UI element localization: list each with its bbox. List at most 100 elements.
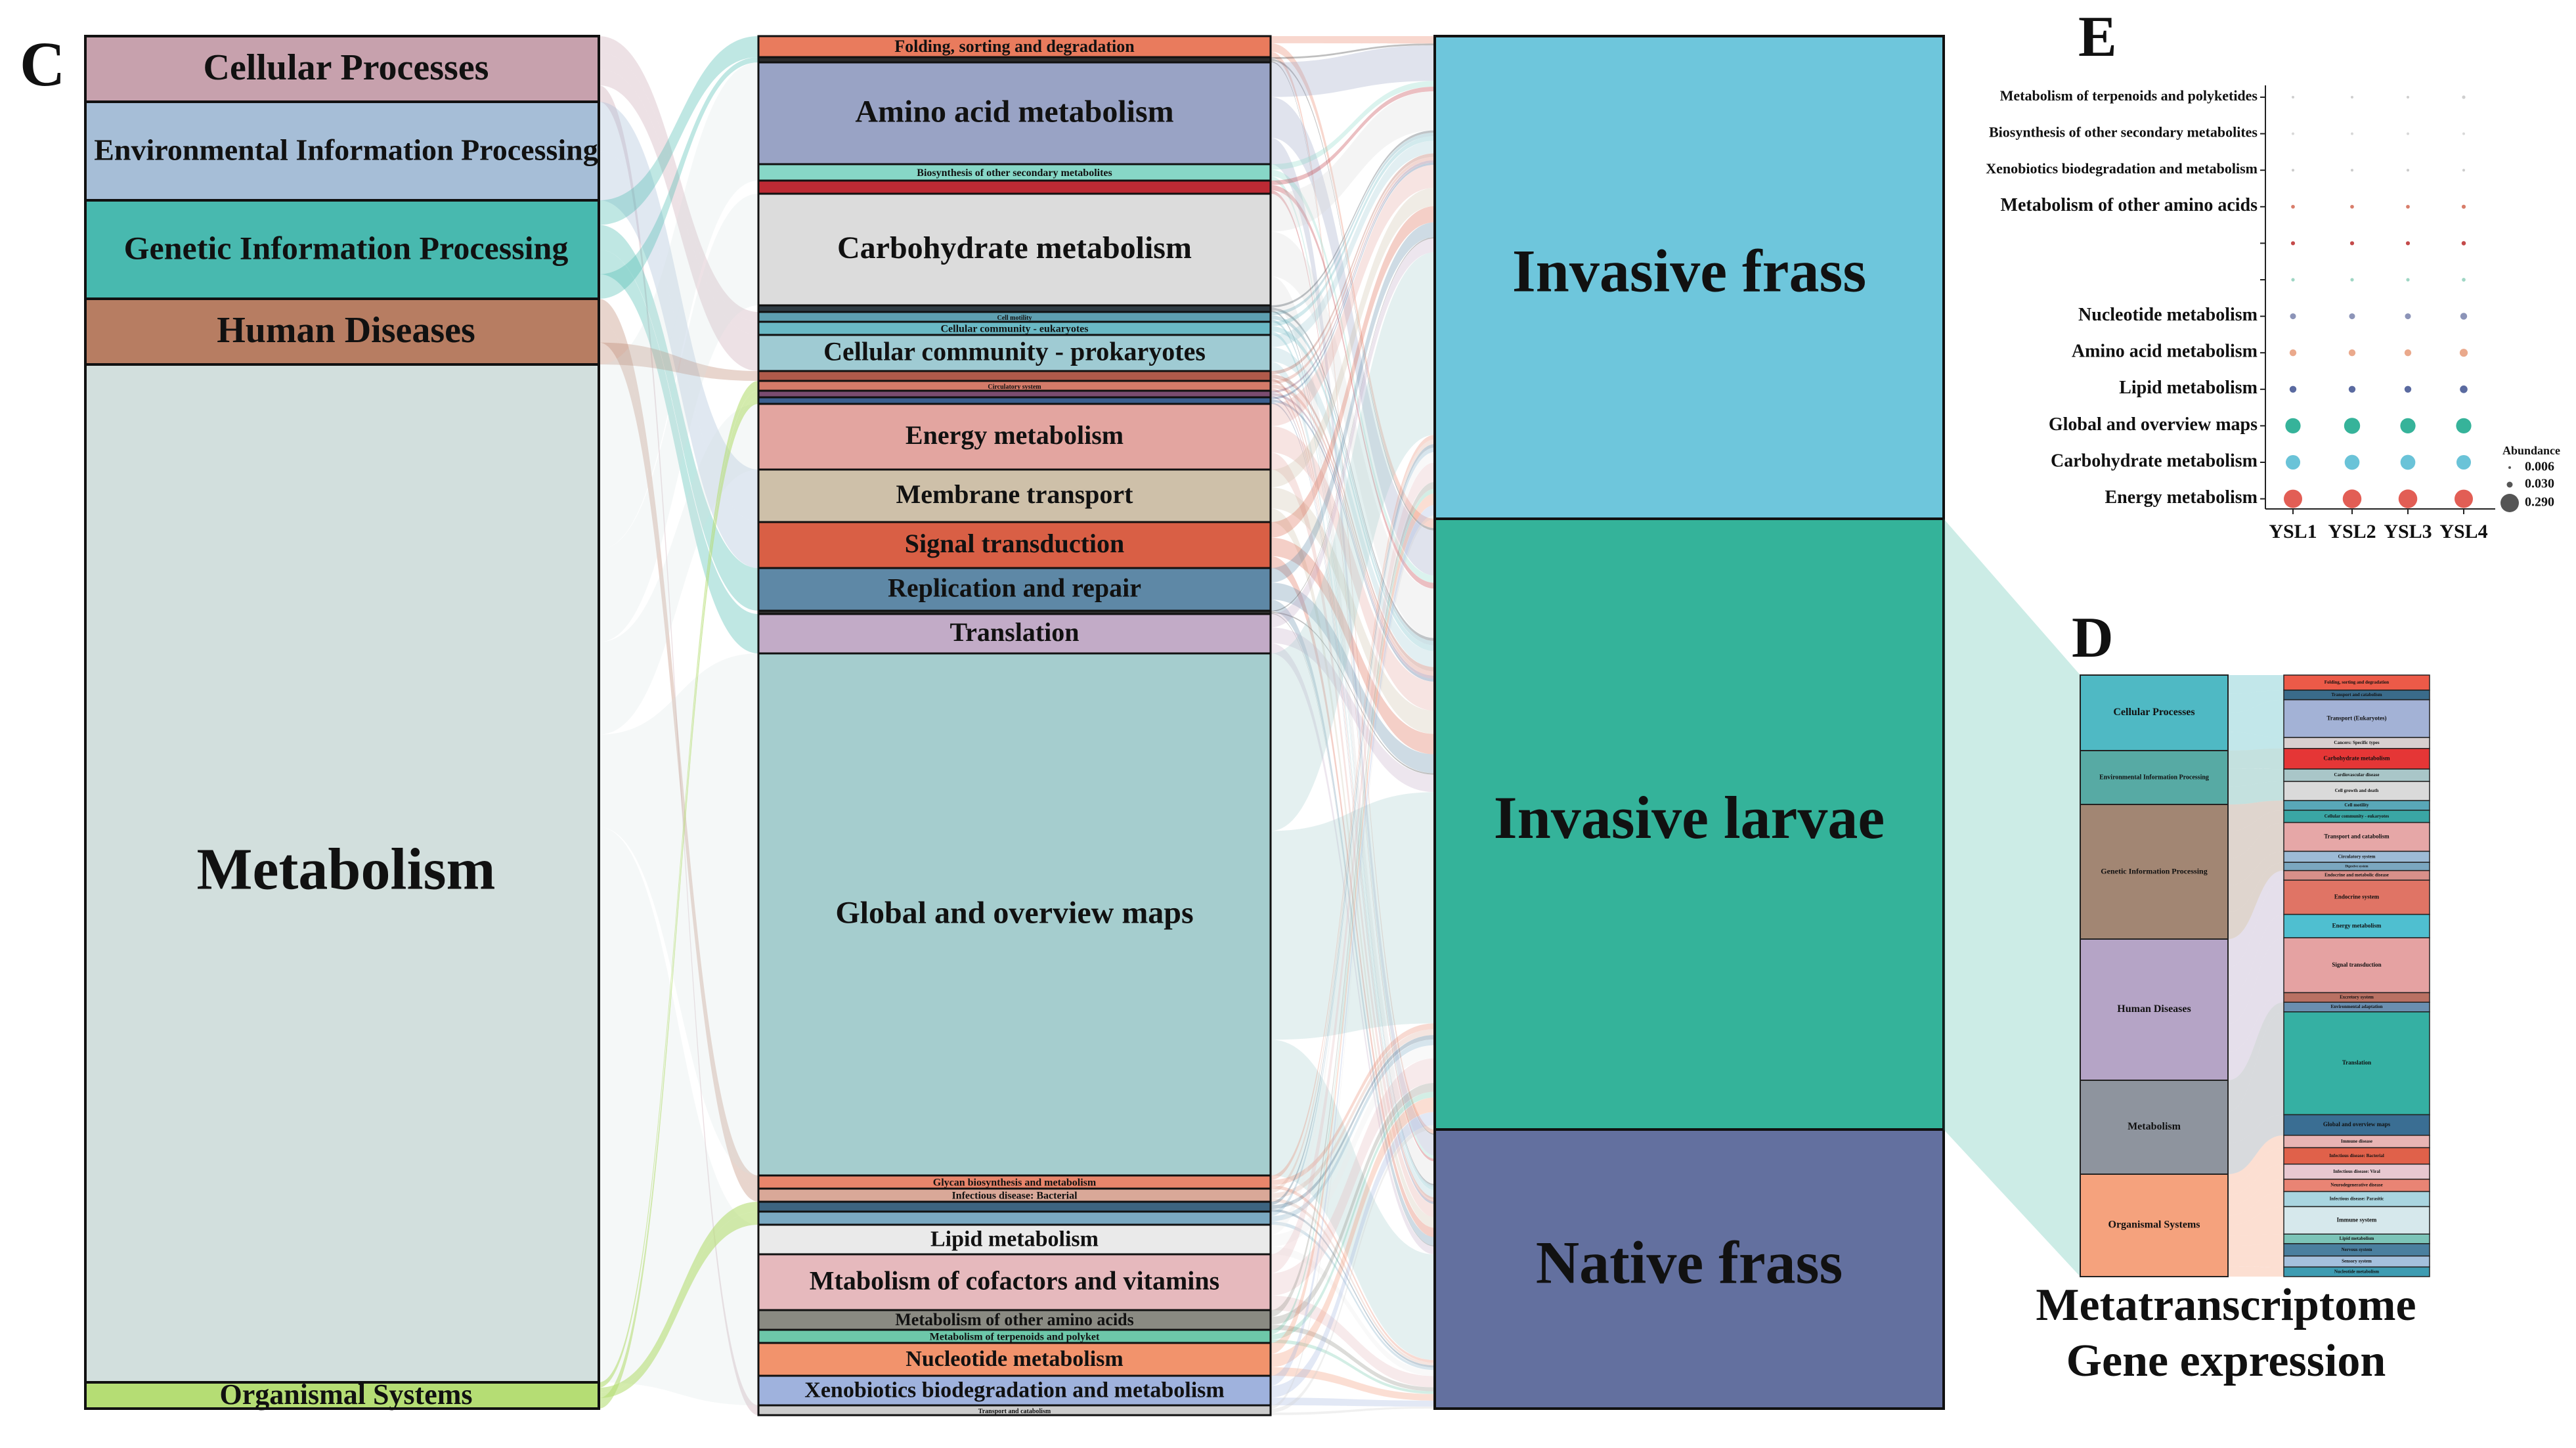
panel-d-left-node-5	[2080, 1174, 2229, 1277]
mid-node-label-8: Cellular community - eukaryotes	[940, 324, 1088, 335]
mid-node-label-31: Transport and catabolism	[978, 1408, 1051, 1415]
flow-mid-right-24-1	[1271, 1039, 1435, 1221]
panel-e-bubble-7-1	[2348, 349, 2356, 357]
panel-e-bubble-2-3	[2462, 169, 2466, 172]
panel-d-right-label-15: Signal transduction	[2332, 961, 2381, 968]
panel-e-legend-value-0: 0.006	[2525, 460, 2554, 474]
panel-d-flow-5-28	[2228, 1256, 2284, 1267]
flow-mid-right-13-1	[1271, 399, 1435, 682]
panel-d-left-label-1: Environmental Information Processing	[2099, 774, 2209, 781]
flow-mid-right-30-0	[1271, 505, 1435, 1386]
panel-d-flow-5-25	[2228, 1206, 2284, 1236]
flow-mid-right-4-0	[1271, 87, 1435, 185]
flow-mid-right-1-2	[1271, 60, 1435, 1135]
panel-e-bubble-7-2	[2404, 349, 2412, 357]
mid-node-label-7: Cell motility	[997, 315, 1032, 322]
panel-d-right-label-1: Transport and catabolism	[2331, 692, 2382, 697]
left-node-label-eip: Environmental Information Processing	[94, 133, 598, 167]
panel-d-flow-5-22	[2228, 1164, 2284, 1205]
panel-e-bubble-3-3	[2461, 204, 2466, 209]
flow-mid-right-15-1	[1271, 487, 1435, 734]
panel-e-col-label-0: YSL1	[2269, 521, 2317, 542]
panel-e-row-label-7: Amino acid metabolism	[2072, 341, 2258, 362]
mid-node-10	[757, 370, 1272, 382]
mid-node-17	[757, 567, 1272, 612]
flow-left-mid-9	[599, 57, 758, 299]
flow-mid-right-31-1	[1271, 1125, 1435, 1413]
mid-node-3	[757, 163, 1272, 182]
panel-d-flow-0-2	[2228, 699, 2284, 738]
mid-node-label-0: Folding, sorting and degradation	[894, 37, 1135, 56]
flow-mid-right-1-0	[1271, 43, 1435, 59]
panel-d-flow-5-24	[2228, 1191, 2284, 1225]
panel-e-bubble-3-0	[2291, 204, 2295, 209]
panel-e-row-label-8: Lipid metabolism	[2119, 378, 2258, 398]
panel-d-right-label-20: Immune disease	[2341, 1139, 2372, 1144]
panel-d-right-label-9: Transport and catabolism	[2324, 833, 2390, 840]
flow-mid-right-8-0	[1271, 136, 1435, 326]
panel-d-right-node-14	[2283, 913, 2430, 938]
panel-d-right-label-3: Cancers: Specific types	[2334, 740, 2379, 745]
panel-d-caption-line1: Metatranscriptome	[2036, 1280, 2416, 1330]
mid-node-0	[757, 35, 1272, 58]
flow-left-mid-11	[599, 320, 758, 1202]
panel-e-bubble-9-0	[2285, 418, 2301, 434]
panel-e-row-label-9: Global and overview maps	[2049, 414, 2258, 435]
flow-mid-right-15-2	[1271, 508, 1435, 1228]
right-node-label-2: Native frass	[1536, 1229, 1843, 1296]
flow-mid-right-11-0	[1271, 156, 1435, 385]
flow-mid-right-22-0	[1271, 439, 1435, 1193]
panel-e-col-label-3: YSL4	[2439, 521, 2487, 542]
flow-mid-right-26-2	[1271, 1295, 1435, 1388]
flow-mid-right-25-1	[1271, 1045, 1435, 1247]
flow-left-mid-4	[599, 102, 758, 522]
panel-d-right-label-19: Global and overview maps	[2323, 1121, 2391, 1128]
panel-d-left-node-4	[2080, 1080, 2229, 1175]
flow-mid-right-26-0	[1271, 462, 1435, 1273]
panel-d-right-label-24: Infectious disease: Parasitic	[2330, 1196, 2384, 1202]
flow-mid-right-3-0	[1271, 81, 1435, 170]
right-node-label-1: Invasive larvae	[1494, 784, 1885, 851]
mid-node-label-17: Replication and repair	[888, 573, 1141, 603]
flow-left-mid-22	[599, 1197, 758, 1376]
panel-e-bubble-11-3	[2455, 489, 2473, 508]
panel-e-bubble-8-0	[2289, 385, 2297, 393]
flow-mid-right-3-1	[1271, 169, 1435, 583]
flow-mid-right-25-2	[1271, 1246, 1435, 1376]
panel-d-flow-5-26	[2228, 1234, 2284, 1246]
right-node-1	[1433, 517, 1945, 1131]
flow-mid-right-11-2	[1271, 388, 1435, 1202]
panel-e-bubble-7-0	[2289, 349, 2297, 357]
panel-d-right-label-8: Cellular community - eukaryotes	[2325, 814, 2390, 819]
panel-e-row-label-11: Energy metabolism	[2105, 487, 2258, 508]
mid-node-label-3: Biosynthesis of other secondary metaboli…	[917, 167, 1112, 179]
flow-left-mid-25	[599, 1202, 758, 1393]
flow-mid-right-6-1	[1271, 307, 1435, 641]
panel-e-bubble-6-3	[2460, 313, 2468, 320]
mid-node-14	[757, 403, 1272, 471]
mid-node-label-21: Glycan biosynthesis and metabolism	[933, 1177, 1097, 1189]
panel-e-row-label-3: Metabolism of other amino acids	[2001, 195, 2258, 215]
mid-node-15	[757, 468, 1272, 523]
panel-e-bubble-8-1	[2348, 385, 2356, 393]
flow-mid-right-2-1	[1271, 97, 1435, 576]
panel-e-bubble-4-1	[2349, 241, 2355, 246]
panel-e-bubble-5-1	[2350, 278, 2354, 282]
panel-e-bubble-9-2	[2400, 418, 2416, 434]
left-node-label-cp: Cellular Processes	[204, 47, 489, 88]
right-node-2	[1433, 1128, 1945, 1410]
flow-left-mid-13	[599, 62, 758, 457]
panel-e-bubble-3-1	[2350, 204, 2354, 209]
flow-mid-right-24-0	[1271, 447, 1435, 1216]
panel-d-right-label-17: Environmental adaptation	[2330, 1004, 2382, 1009]
flow-mid-right-14-2	[1271, 452, 1435, 1218]
flow-mid-right-29-2	[1271, 1367, 1435, 1401]
flow-mid-right-28-2	[1271, 1339, 1435, 1394]
panel-e-bubble-5-0	[2291, 278, 2295, 282]
flow-left-mid-15	[599, 194, 758, 642]
panel-d-flow-0-1	[2228, 690, 2284, 713]
panel-d-flow-2-8	[2228, 810, 2284, 858]
panel-e-bubble-9-3	[2456, 418, 2472, 434]
